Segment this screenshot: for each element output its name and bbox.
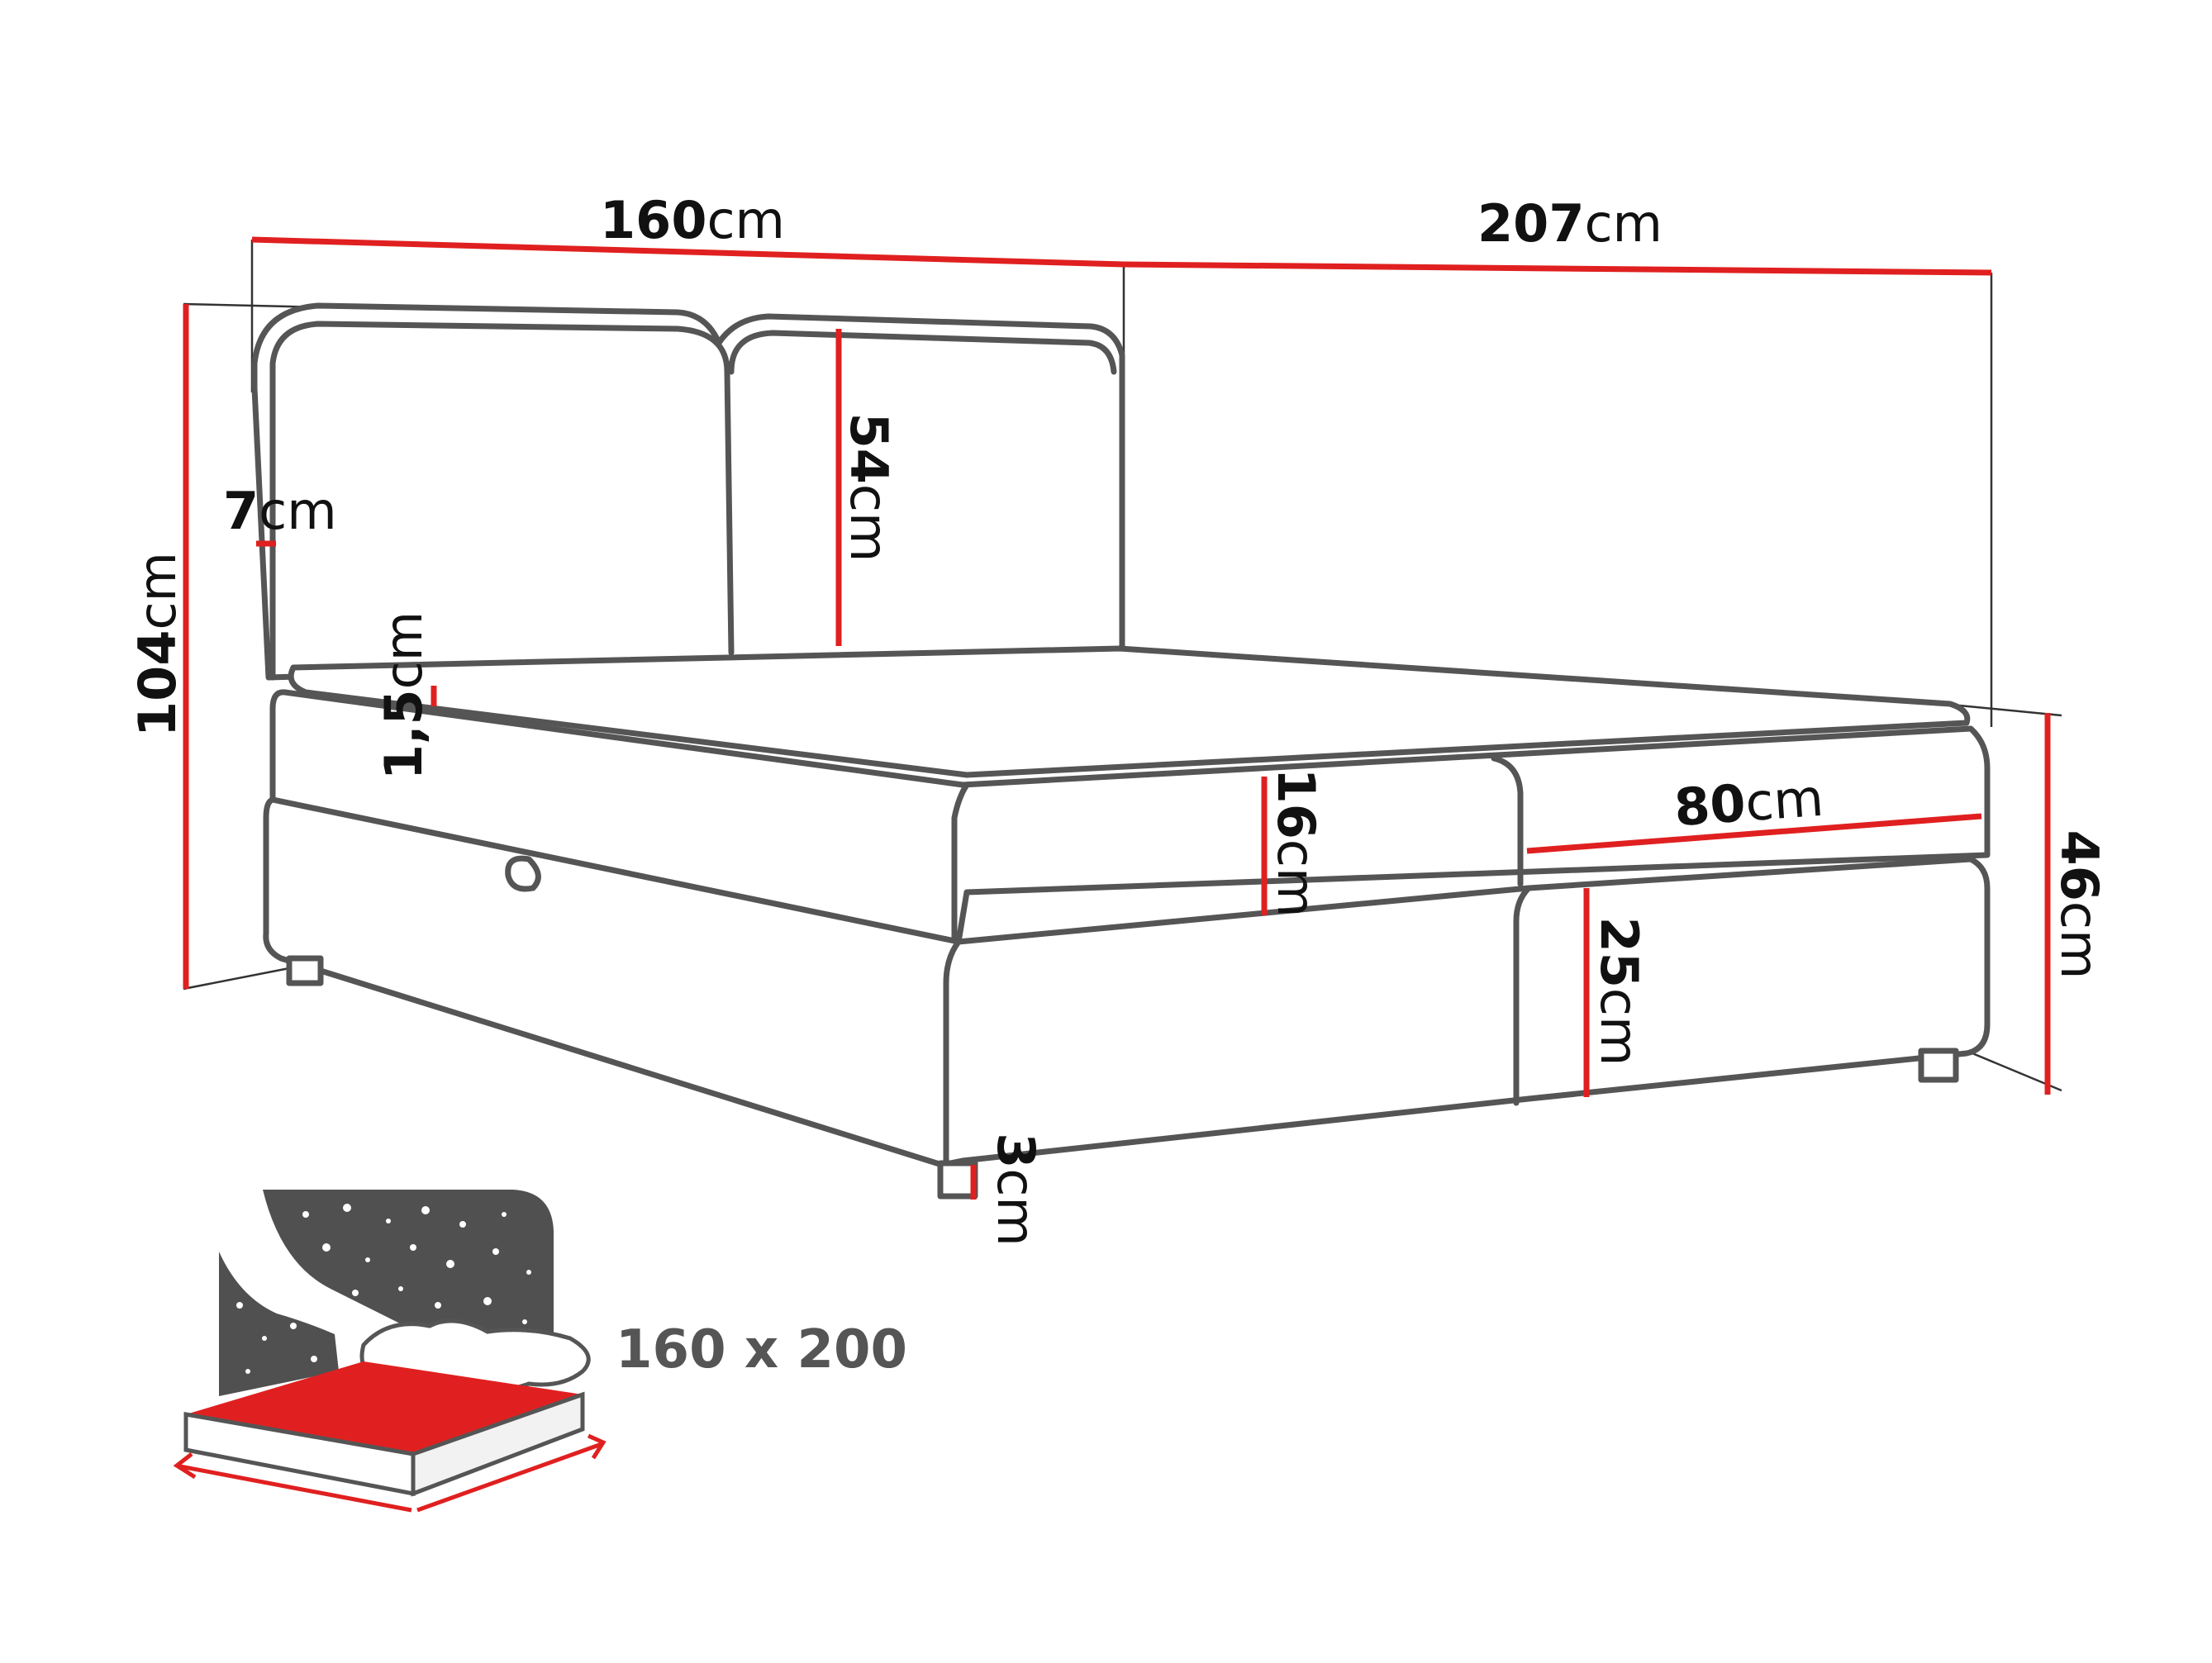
headboard-thickness-label: 7cm xyxy=(223,481,337,541)
stars-icon xyxy=(236,1204,531,1374)
topper-height-dimension-label: 1,5cm xyxy=(373,611,434,780)
night-sky-left-panel xyxy=(219,1252,339,1396)
mattress-size-label: 160 x 200 xyxy=(616,1319,907,1380)
half-width-dimension-label: 80cm xyxy=(1672,767,1825,838)
length-dimension-line xyxy=(1123,261,1992,276)
side-height-dimension-label: 46cm xyxy=(2049,830,2110,980)
mattress xyxy=(269,645,1991,945)
mattress-size-icon xyxy=(173,1190,607,1513)
bed-legs xyxy=(286,955,1959,1200)
base-height-dimension-label: 25cm xyxy=(1589,917,1649,1067)
leg-height-dimension-label: 3cm xyxy=(986,1133,1046,1247)
headboard-height-dimension-label: 54cm xyxy=(839,413,899,563)
mattress-height-dimension-label: 16cm xyxy=(1266,768,1326,918)
half-width-dimension-line xyxy=(1526,813,1982,854)
width-dimension-line xyxy=(251,236,1125,268)
width-dimension-label: 160cm xyxy=(600,190,785,250)
length-dimension-label: 207cm xyxy=(1477,193,1663,254)
total-height-dimension-label: 104cm xyxy=(127,552,188,737)
bed-base xyxy=(263,796,1991,1168)
night-sky-headboard xyxy=(263,1190,554,1355)
headboard xyxy=(251,302,1125,681)
dimension-lines xyxy=(183,236,2051,1200)
